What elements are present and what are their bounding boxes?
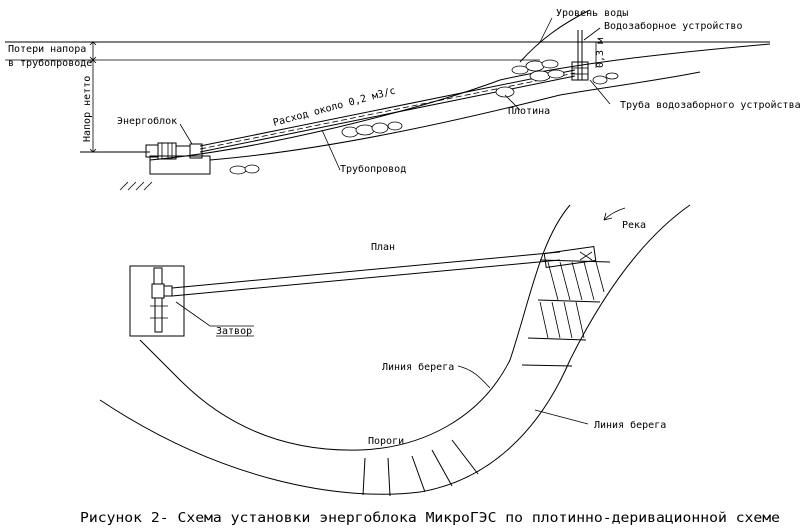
leader-power-unit — [179, 123, 193, 145]
leader-dam — [504, 94, 521, 111]
rapids-plan — [362, 439, 479, 497]
bank-line-inner — [139, 204, 571, 451]
power-unit-plan — [150, 267, 173, 333]
pipeline-plan-upper — [171, 251, 561, 289]
leader-pipeline — [321, 129, 341, 171]
ground-hatch — [119, 181, 153, 191]
profile-view: 0,3 м Уровень воды Водозаборное устройст… — [5, 8, 801, 191]
label-net-head: Напор нетто — [82, 76, 93, 142]
label-rapids: Пороги — [368, 436, 404, 447]
lower-ground-line — [209, 71, 701, 161]
label-flow: Расход около 0,2 м3/с — [272, 86, 397, 129]
label-head-loss-2: в трубопроводе — [8, 57, 92, 69]
plan-view: План Река Затвор Линия берега Линия бере… — [99, 204, 691, 497]
label-dam: Плотина — [508, 106, 550, 117]
label-head-loss-1: Потери напора — [8, 44, 86, 55]
label-power-unit: Энергоблок — [117, 115, 177, 127]
rocks — [229, 59, 619, 175]
pipeline-plan-lower — [171, 259, 561, 297]
dam-plan — [521, 259, 611, 367]
slope-ground-line — [149, 43, 771, 161]
label-river: Река — [622, 220, 646, 231]
label-pipeline: Трубопровод — [340, 163, 406, 175]
reservoir-bank — [519, 9, 591, 63]
label-intake-pipe: Труба водозаборного устройства — [620, 99, 801, 111]
label-intake-device: Водозаборное устройство — [604, 20, 742, 32]
label-water-level: Уровень воды — [556, 8, 628, 19]
leader-water-level — [539, 17, 553, 43]
label-gate: Затвор — [216, 326, 252, 337]
depth-label: 0,3 м — [595, 38, 606, 68]
leader-intake — [583, 27, 601, 41]
dimension-arrows — [89, 41, 97, 153]
power-unit — [145, 142, 203, 160]
pipeline-axis — [199, 72, 576, 150]
label-bank-2: Линия берега — [594, 419, 666, 431]
figure-caption: Рисунок 2- Схема установки энергоблока М… — [80, 511, 780, 526]
river-flow-arrowhead — [603, 212, 613, 221]
pipeline-upper — [199, 69, 576, 147]
leader-bank-1 — [457, 365, 491, 389]
river-flow-arrow — [603, 207, 626, 221]
powerhouse-plan — [129, 265, 185, 337]
label-bank-1: Линия берега — [382, 361, 454, 373]
bank-line-outer — [99, 204, 691, 495]
intake-plan — [543, 246, 597, 268]
label-plan: План — [371, 242, 395, 253]
leader-intake-pipe — [589, 79, 611, 105]
intake-device — [571, 30, 589, 81]
pipeline-lower — [199, 75, 576, 153]
leader-bank-2 — [534, 409, 589, 425]
leader-gate — [175, 301, 254, 327]
